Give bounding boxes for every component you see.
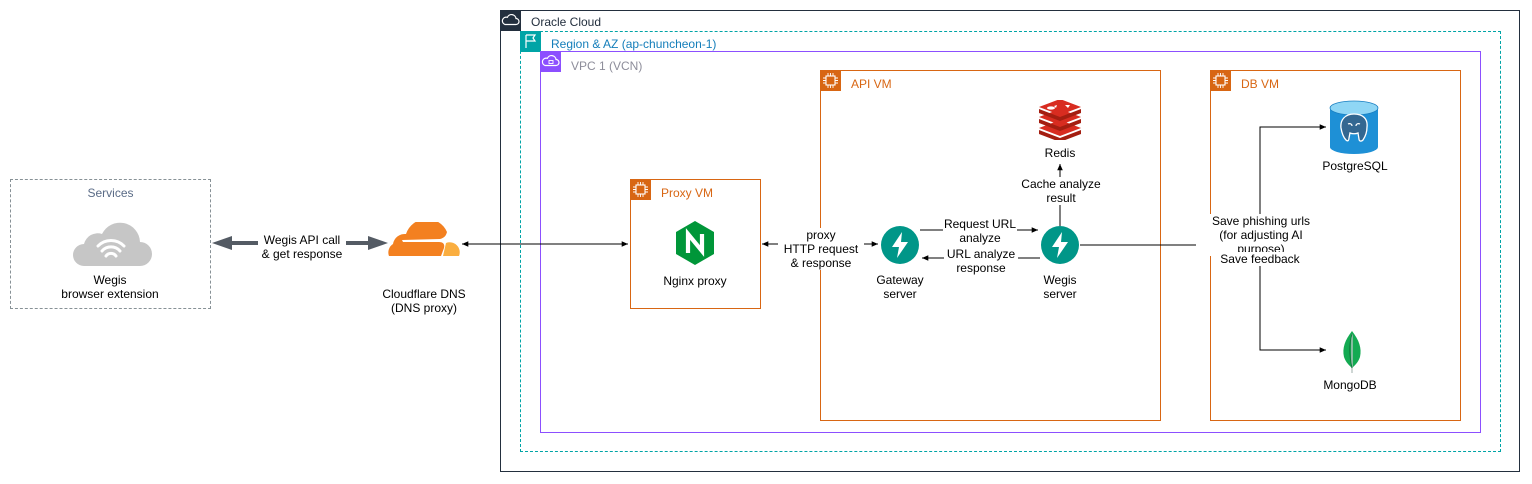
save-mongo-edge: [1259, 245, 1326, 353]
wegis-fastapi-icon: [1040, 225, 1080, 265]
save-db-edge: [1080, 124, 1326, 246]
proxy-vm-label: Proxy VM: [661, 186, 714, 200]
wegis-api-edge-label: Wegis API call & get response: [258, 233, 346, 261]
proxy-vm-group: [630, 179, 761, 309]
save-feedback-label: Save feedback: [1218, 252, 1302, 266]
flag-icon: [520, 31, 541, 52]
mongodb-icon: [1340, 330, 1364, 374]
postgres-label: PostgreSQL: [1322, 159, 1388, 173]
cloud-icon: [500, 10, 521, 31]
cloud-wifi-icon: [70, 208, 152, 268]
redis-label: Redis: [1044, 146, 1076, 160]
services-group-label: Services: [87, 186, 134, 200]
gateway-label: Gateway server: [876, 273, 924, 301]
request-edge-label: Request URL analyze: [943, 217, 1017, 245]
region-label: Region & AZ (ap-chuncheon-1): [551, 37, 717, 51]
api-vm-label: API VM: [851, 77, 892, 91]
vpc-label: VPC 1 (VCN): [571, 59, 643, 73]
wegis-server-label: Wegis server: [1043, 273, 1077, 301]
chip-icon: [630, 179, 651, 200]
cloudflare-icon: [385, 218, 463, 262]
vpc-cloud-icon: [540, 51, 561, 72]
gateway-fastapi-icon: [880, 225, 920, 265]
services-group: [10, 179, 211, 309]
cloudflare-label: Cloudflare DNS (DNS proxy): [382, 287, 466, 315]
oracle-cloud-group: [500, 10, 1520, 472]
mongo-label: MongoDB: [1323, 378, 1377, 392]
save-phishing-label: Save phishing urls (for adjusting AI pur…: [1196, 214, 1326, 256]
oracle-cloud-label: Oracle Cloud: [531, 15, 602, 29]
services-node-label: Wegis browser extension: [61, 273, 159, 301]
chip-icon: [1210, 70, 1231, 91]
redis-icon: [1037, 99, 1083, 142]
response-edge-label: URL analyze response: [944, 247, 1018, 275]
postgresql-icon: [1328, 100, 1380, 155]
cache-edge-label: Cache analyze result: [1006, 177, 1116, 205]
nginx-icon: [674, 220, 716, 266]
proxy-edge-label: proxy HTTP request & response: [778, 228, 864, 270]
nginx-label: Nginx proxy: [663, 274, 727, 288]
db-vm-label: DB VM: [1241, 77, 1280, 91]
chip-icon: [820, 70, 841, 91]
